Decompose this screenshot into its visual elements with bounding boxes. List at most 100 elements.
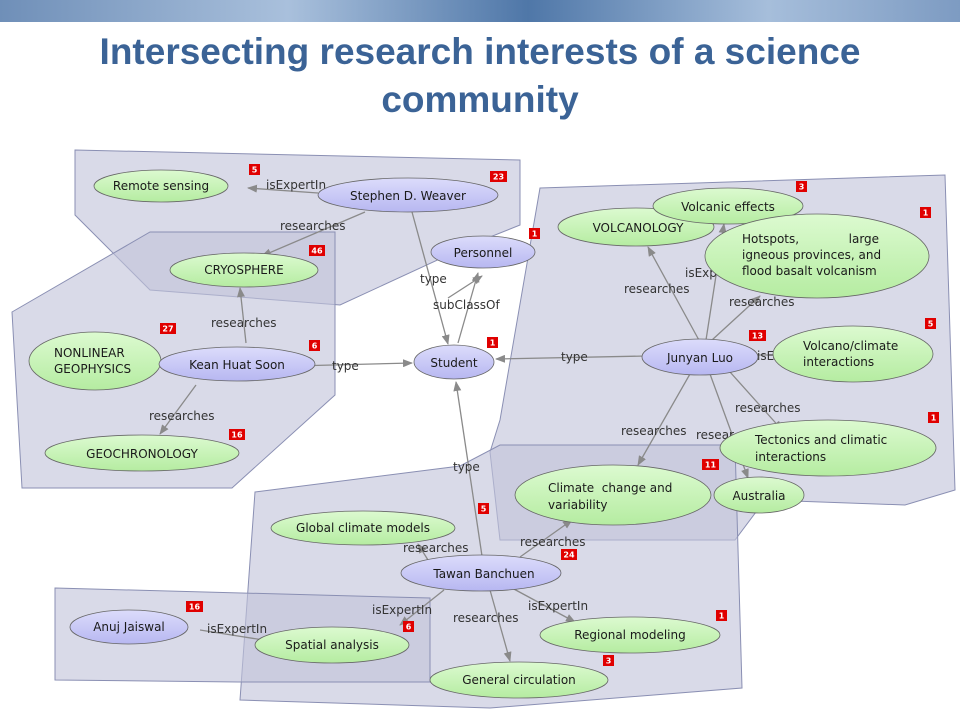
svg-text:5: 5 xyxy=(252,166,258,175)
label-hotspots-3: flood basalt volcanism xyxy=(742,264,877,278)
node-anuj-jaiswal[interactable] xyxy=(69,609,189,645)
svg-text:6: 6 xyxy=(406,623,412,632)
label-kean-huat-soon: Kean Huat Soon xyxy=(189,358,285,372)
label-junyan-luo: Junyan Luo xyxy=(666,351,733,365)
badge-anuj: 16 xyxy=(186,601,203,612)
label-volcanic-effects: Volcanic effects xyxy=(681,200,775,214)
edge-student-personnel xyxy=(457,272,480,344)
edge-label-type: type xyxy=(561,350,588,364)
node-kean-huat-soon[interactable] xyxy=(158,346,316,382)
edge-label-subclassof: subClassOf xyxy=(433,298,500,312)
node-geochronology[interactable] xyxy=(44,434,240,472)
edge-junyan-volcanology xyxy=(647,246,701,343)
badge-remote: 5 xyxy=(249,164,260,175)
badge-kean: 6 xyxy=(309,340,320,351)
edge-label-type: type xyxy=(453,460,480,474)
label-student: Student xyxy=(430,356,478,370)
node-tectonics[interactable] xyxy=(719,419,937,477)
badge-cryo: 46 xyxy=(309,245,325,256)
node-general-circulation[interactable] xyxy=(429,661,609,699)
edge-label-researches: researches xyxy=(211,316,277,330)
label-tawan-banchuen: Tawan Banchuen xyxy=(432,567,534,581)
svg-text:6: 6 xyxy=(312,342,318,351)
svg-text:16: 16 xyxy=(189,603,201,612)
label-nonlinear-1: NONLINEAR xyxy=(54,346,125,360)
node-hotspots[interactable] xyxy=(704,213,930,299)
edge-junyan-hotspots xyxy=(711,295,761,341)
label-tectonics-1: Tectonics and climatic xyxy=(754,433,887,447)
edge-labels: isExpertIn researches type subClassOf re… xyxy=(149,178,817,636)
edge-junyan-tectonics xyxy=(729,371,783,431)
node-student[interactable] xyxy=(413,344,495,380)
label-climate-change-1: Climate change and xyxy=(548,481,672,495)
edge-label-researches: researches xyxy=(729,295,795,309)
edge-tawan-student xyxy=(453,381,483,557)
badge-tectonics: 1 xyxy=(928,412,939,423)
node-remote-sensing[interactable] xyxy=(93,169,229,203)
badge-climate-change: 11 xyxy=(702,459,719,470)
svg-text:3: 3 xyxy=(799,183,805,192)
edge-stephen-remote xyxy=(247,184,319,194)
node-regional-modeling[interactable] xyxy=(539,616,721,654)
node-global-climate-models[interactable] xyxy=(270,510,456,546)
edge-stephen-cryo xyxy=(261,211,366,257)
badge-junyan: 13 xyxy=(749,330,766,341)
label-climate-change-2: variability xyxy=(548,498,608,512)
edge-tawan-spatial xyxy=(399,589,445,626)
edge-label-researches: researches xyxy=(624,282,690,296)
node-climate-change[interactable] xyxy=(514,464,712,526)
label-stephen-weaver: Stephen D. Weaver xyxy=(350,189,466,203)
node-volcanic-effects[interactable] xyxy=(652,187,804,225)
label-volcanology: VOLCANOLOGY xyxy=(593,221,685,235)
label-volcano-climate-1: Volcano/climate xyxy=(803,339,898,353)
badge-tawan: 24 xyxy=(561,549,577,560)
svg-text:11: 11 xyxy=(705,461,717,470)
edge-label-isexpertin: isExpertIn xyxy=(266,178,326,192)
node-stephen-weaver[interactable] xyxy=(317,177,499,213)
badge-volcanic-effects: 3 xyxy=(796,181,807,192)
edge-label-researches: researches xyxy=(149,409,215,423)
label-regional-modeling: Regional modeling xyxy=(574,628,686,642)
edge-tawan-climate-change xyxy=(519,519,573,558)
node-junyan-luo[interactable] xyxy=(641,338,759,376)
edge-label-isexp-truncated: isExp xyxy=(685,266,717,280)
svg-text:13: 13 xyxy=(752,332,763,341)
edge-label-resear-truncated: resear xyxy=(696,428,734,442)
svg-text:16: 16 xyxy=(231,431,243,440)
label-global-climate-models: Global climate models xyxy=(296,521,430,535)
node-australia[interactable] xyxy=(713,476,805,514)
node-tawan-banchuen[interactable] xyxy=(400,554,562,592)
header-bar xyxy=(0,0,960,22)
svg-text:3: 3 xyxy=(606,657,612,666)
edge-label-type: type xyxy=(420,272,447,286)
badge-circulation: 3 xyxy=(603,655,614,666)
badge-volcano-climate: 5 xyxy=(925,318,936,329)
label-hotspots-1: Hotspots, large xyxy=(742,232,879,246)
edge-kean-cryo xyxy=(236,287,247,344)
edge-stephen-student xyxy=(411,211,450,345)
edge-label-isexpertin: isExpertIn xyxy=(207,622,267,636)
edge-label-isexpertin: isExpertIn xyxy=(372,603,432,617)
svg-text:23: 23 xyxy=(493,173,504,182)
node-cryosphere[interactable] xyxy=(169,252,319,288)
label-personnel: Personnel xyxy=(454,246,513,260)
svg-text:1: 1 xyxy=(719,612,725,621)
svg-text:27: 27 xyxy=(162,325,173,334)
svg-text:5: 5 xyxy=(481,505,487,514)
node-volcano-climate[interactable] xyxy=(772,325,934,383)
svg-text:46: 46 xyxy=(311,247,323,256)
label-hotspots-2: igneous provinces, and xyxy=(742,248,881,262)
svg-text:24: 24 xyxy=(563,551,575,560)
edge-label-researches: researches xyxy=(735,401,801,415)
svg-text:1: 1 xyxy=(532,230,538,239)
node-personnel[interactable] xyxy=(430,235,536,269)
edge-tawan-regional xyxy=(511,587,576,623)
label-australia: Australia xyxy=(732,489,785,503)
edge-junyan-student xyxy=(495,354,647,363)
edge-label-researches: researches xyxy=(621,424,687,438)
node-nonlinear-geophysics[interactable] xyxy=(28,331,162,391)
badge-geochron: 16 xyxy=(229,429,245,440)
badge-student: 1 xyxy=(487,337,498,348)
node-spatial-analysis[interactable] xyxy=(254,626,410,664)
badge-volcanology: 1 xyxy=(920,207,931,218)
